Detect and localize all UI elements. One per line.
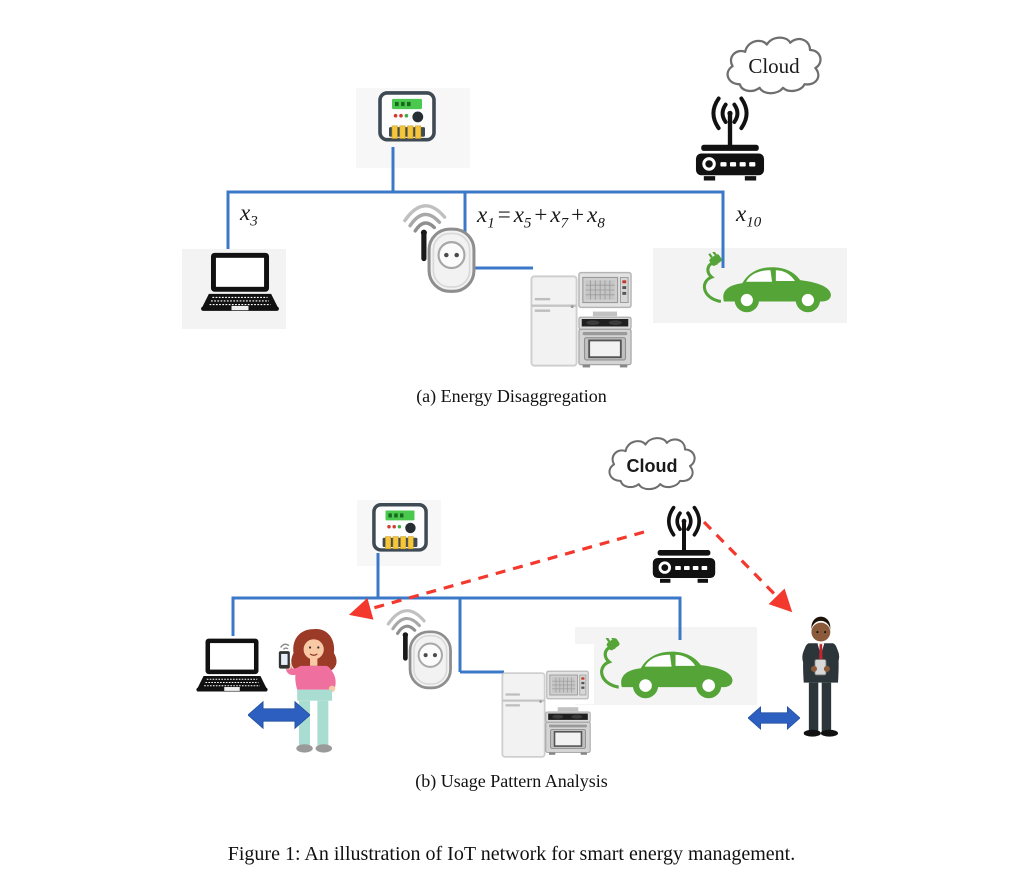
label-x3: x3 [240,200,258,229]
subcaption-b: (b) Usage Pattern Analysis [415,771,608,791]
eq-var-1: x [477,202,488,227]
smart-plug-icon-b [388,611,450,688]
laptop-icon-b [195,638,269,693]
router-icon-a [696,98,764,180]
fridge-icon-a [530,275,578,367]
woman-with-phone-icon [279,629,337,753]
label-x10-sub: 10 [746,214,762,231]
power-lines-b [231,553,682,674]
label-equation: x1=x5+x7+x8 [477,202,605,231]
stove-icon-a [578,311,632,368]
label-x10: x10 [736,201,761,230]
sync-arrow-car-man [748,706,800,730]
eq-op-plus-1: + [534,202,548,227]
label-x3-sub: 3 [250,213,258,230]
power-lines-a [226,147,725,270]
eq-var-7: x [550,202,561,227]
stove-icon-b [545,706,591,756]
fridge-icon-b [501,671,546,759]
eq-sub-7: 7 [560,215,569,232]
cloud-label-b: Cloud [626,456,678,476]
smart-meter-icon-a [377,91,437,142]
eq-sub-1: 1 [487,215,495,232]
router-icon-b [650,505,718,585]
eq-op-equals: = [497,202,511,227]
microwave-icon-b [546,670,589,700]
eq-var-8: x [587,202,598,227]
wireless-link-router-woman [348,530,645,620]
laptop-icon-a [200,252,280,312]
figure-caption: Figure 1: An illustration of IoT network… [227,843,796,865]
eq-sub-8: 8 [597,215,605,232]
wireless-link-router-man [702,520,793,613]
cloud-label-a: Cloud [748,54,800,78]
smart-meter-icon-b [371,503,429,552]
label-x10-var: x [736,201,747,226]
microwave-icon-a [578,271,632,309]
eq-op-plus-2: + [571,202,585,227]
eq-sub-5: 5 [523,215,532,232]
man-with-phone-icon [803,617,839,737]
label-x3-var: x [240,200,251,225]
subcaption-a: (a) Energy Disaggregation [416,386,607,406]
eq-var-5: x [513,202,524,227]
